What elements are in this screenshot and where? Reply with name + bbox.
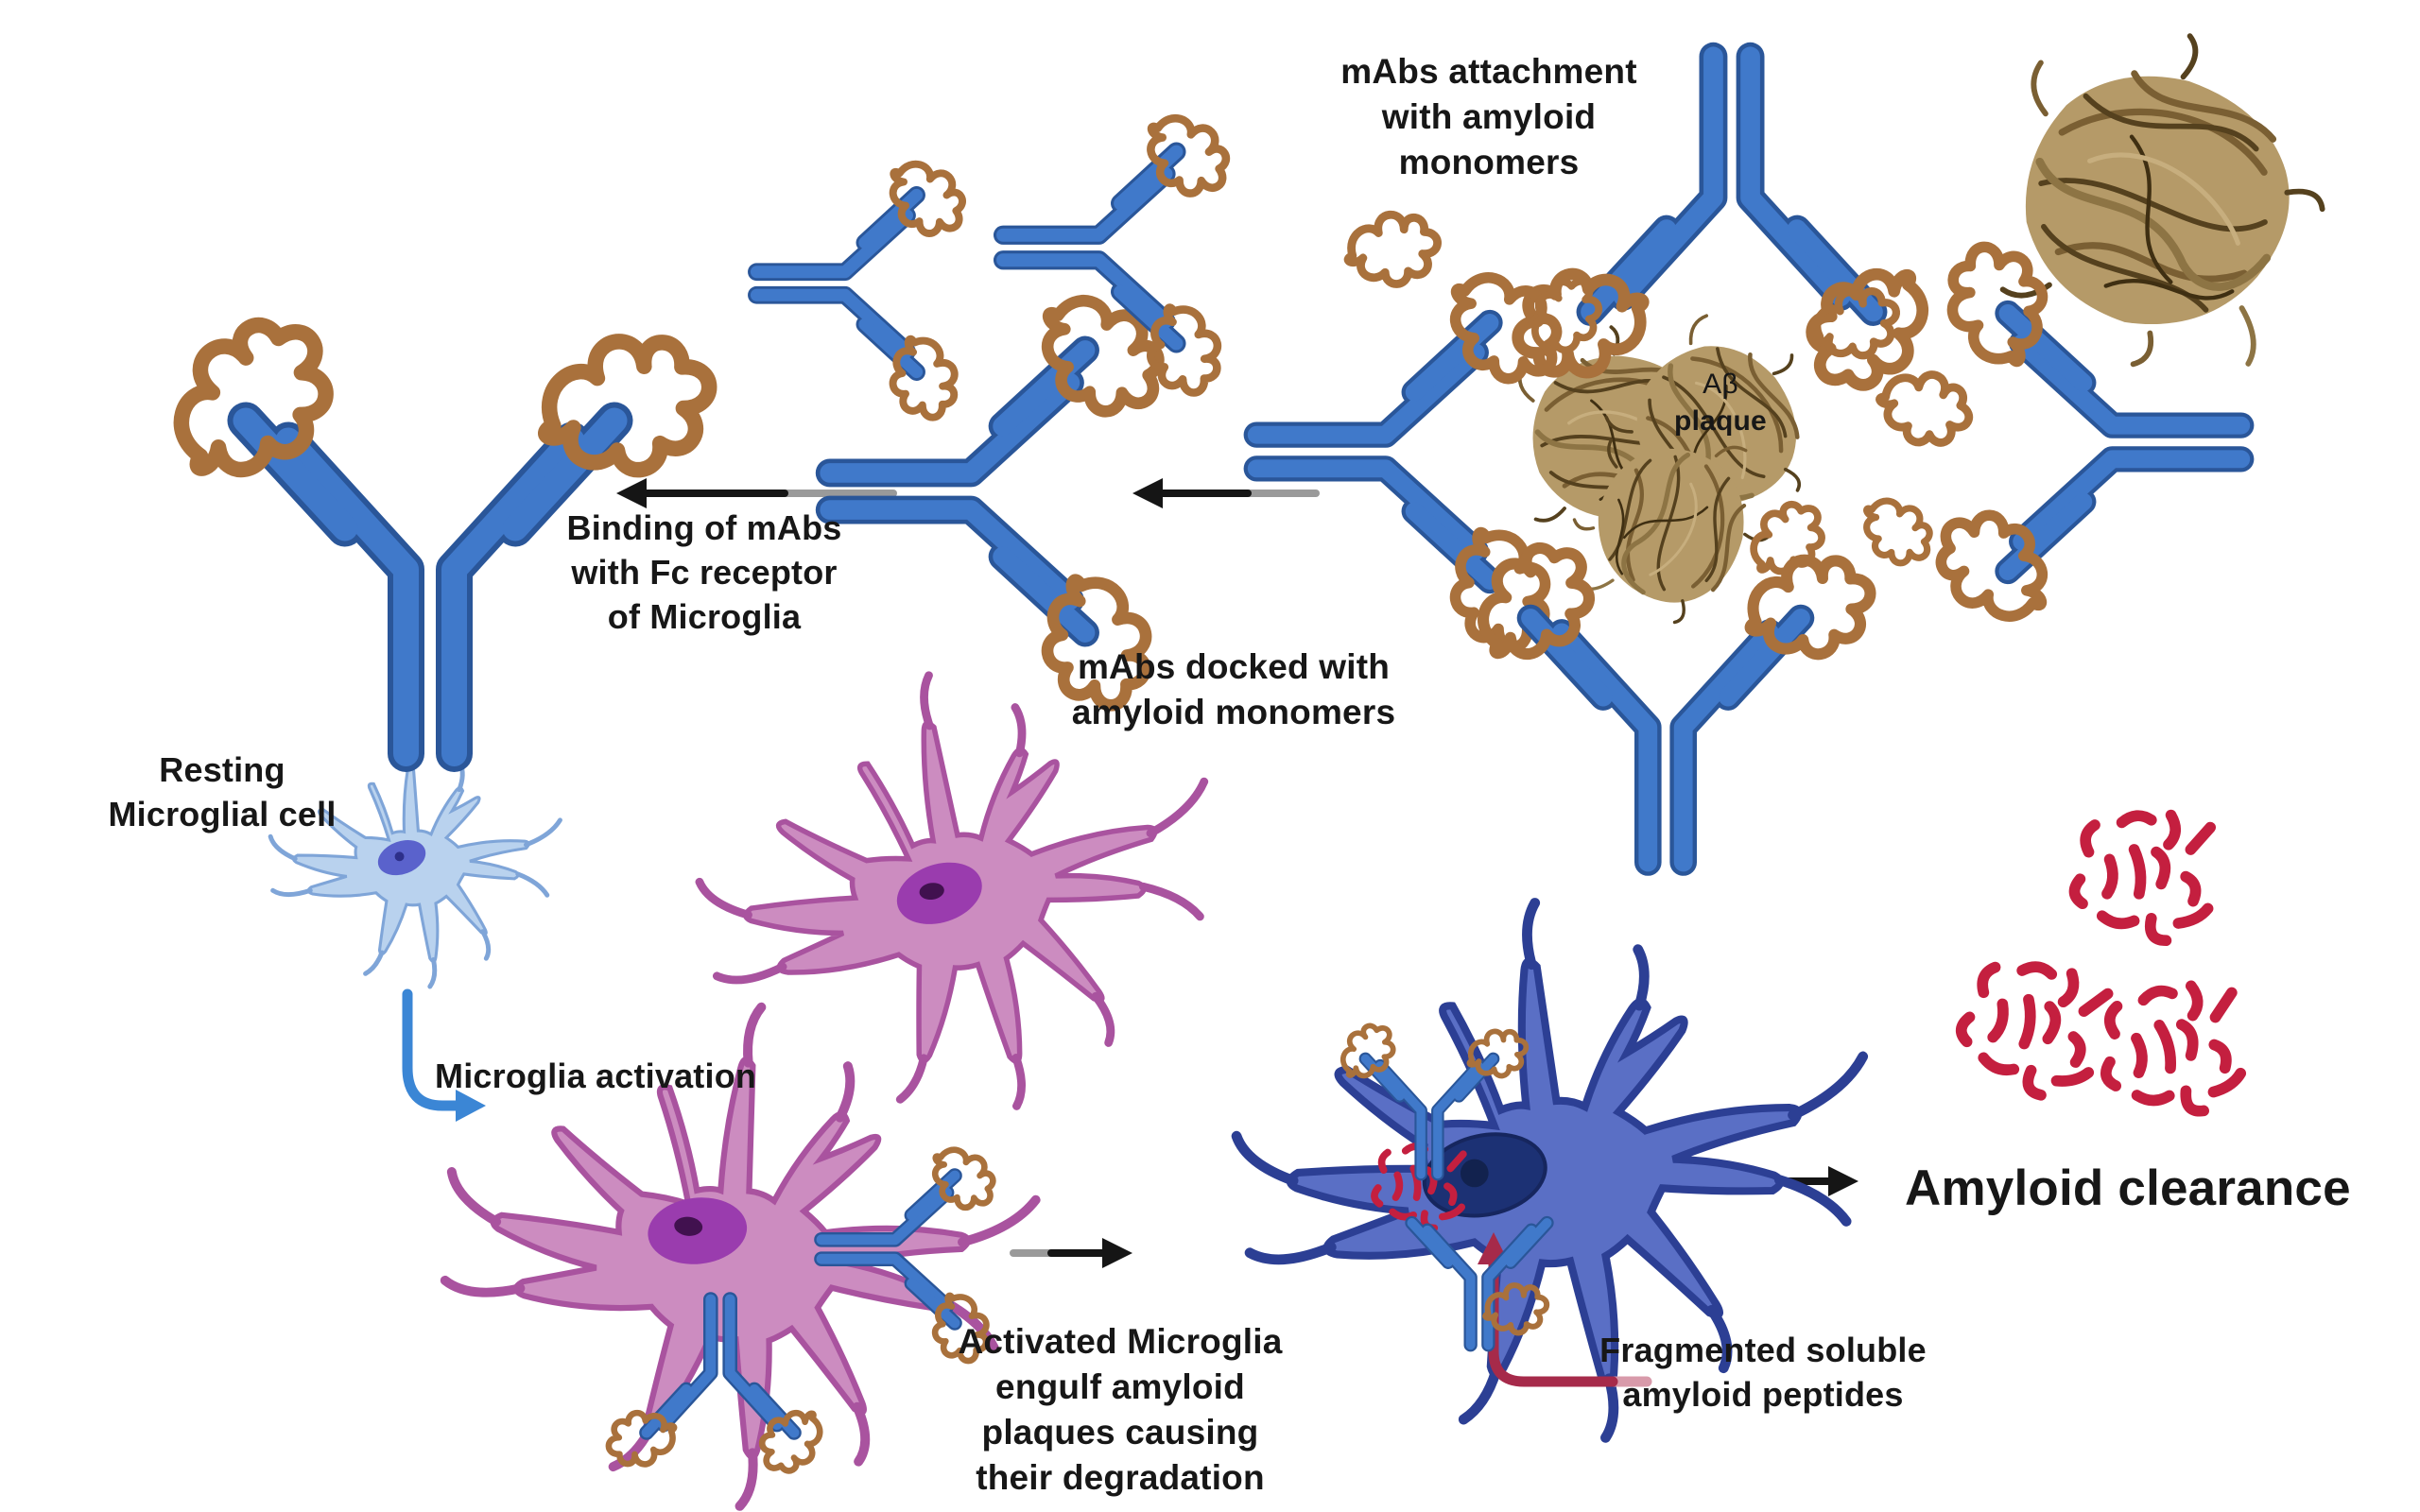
fragment-cluster-icon xyxy=(1951,816,2247,1124)
binding-fc-label: Binding of mAbs with Fc receptor of Micr… xyxy=(566,508,842,636)
amyloid-clearance-label: Amyloid clearance xyxy=(1905,1160,2351,1216)
fragmented-peptides-label: Fragmented soluble amyloid peptides xyxy=(1599,1331,1927,1414)
mabs-docked-label: mAbs docked with amyloid monomers xyxy=(1071,647,1396,732)
flow-arrow-icon xyxy=(1132,478,1320,508)
antibody-icon xyxy=(1256,262,1567,653)
flow-arrow-icon xyxy=(616,478,897,508)
resting-microglia-icon xyxy=(270,739,560,987)
activated-engulf-label: Activated Microglia engulf amyloid plaqu… xyxy=(958,1322,1283,1498)
activated-microglia-icon xyxy=(676,640,1246,1145)
flow-arrow-icon xyxy=(1010,1238,1132,1268)
activation-arrow-icon xyxy=(402,988,486,1122)
abeta-symbol: Aβ xyxy=(1703,369,1738,400)
abeta-plaque-label: Aβ plaque xyxy=(1607,329,1834,439)
mabs-attachment-label: mAbs attachment with amyloid monomers xyxy=(1340,52,1637,182)
antibody-icon xyxy=(756,153,969,421)
activated-microglia-icon xyxy=(420,977,1052,1512)
microglia-activation-label: Microglia activation xyxy=(435,1057,757,1095)
plaque-word: plaque xyxy=(1674,405,1767,437)
antibody-icon xyxy=(1003,106,1234,397)
resting-microglia-label: Resting Microglial cell xyxy=(108,750,337,833)
